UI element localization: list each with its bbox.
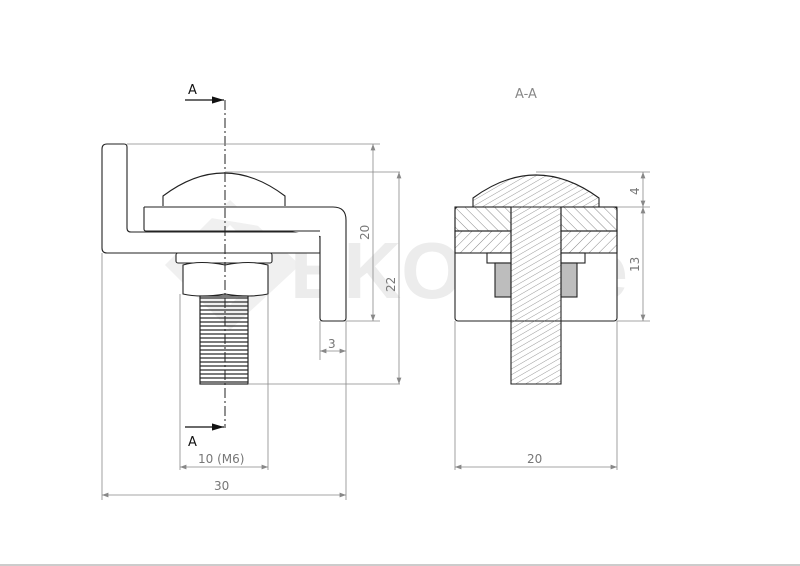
dim-flange: 3 <box>328 337 336 351</box>
section-view <box>454 174 618 385</box>
section-marker-top: A <box>185 83 224 104</box>
dim-outer-height: 22 <box>384 277 398 292</box>
left-view <box>101 143 347 385</box>
dim-section-width: 20 <box>527 452 542 466</box>
svg-text:A: A <box>188 435 197 450</box>
section-dimensions <box>454 171 650 470</box>
dim-total-width: 30 <box>214 479 229 493</box>
dim-thread: 10 (M6) <box>198 452 244 466</box>
dim-head-height: 4 <box>628 187 642 195</box>
dim-body-height: 13 <box>628 257 642 272</box>
svg-text:A: A <box>188 83 197 98</box>
section-marker-bottom: A <box>185 423 224 450</box>
section-title: A-A <box>515 87 537 102</box>
dim-inner-height: 20 <box>358 225 372 240</box>
left-dimensions <box>101 143 402 500</box>
